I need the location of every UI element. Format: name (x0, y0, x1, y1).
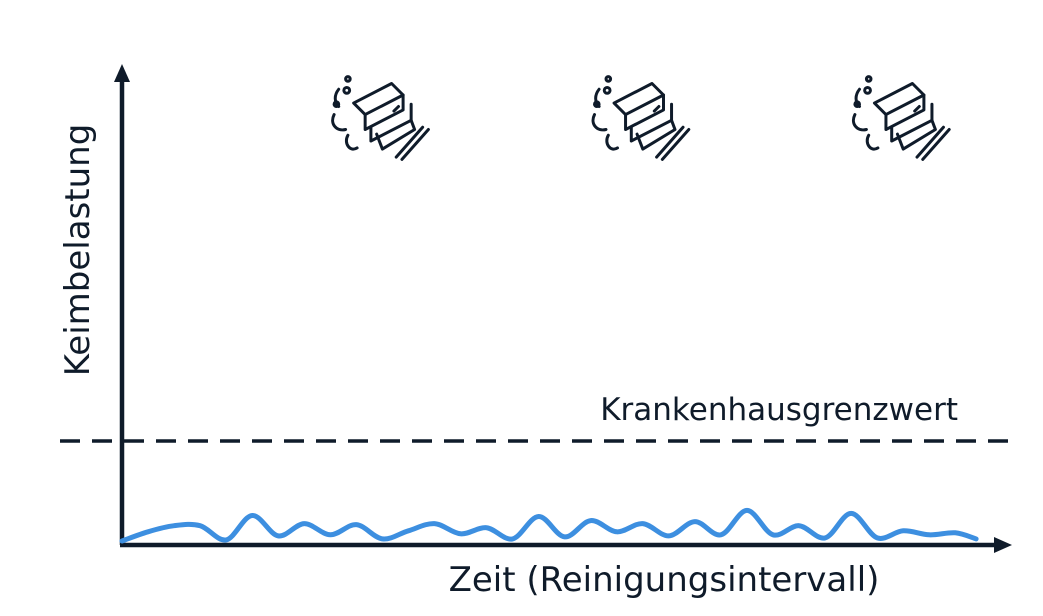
x-axis-arrow (994, 537, 1012, 553)
x-axis-label: Zeit (Reinigungsintervall) (449, 560, 880, 600)
icon-layer (331, 75, 951, 161)
y-axis-arrow (114, 64, 130, 82)
mop-icon (591, 75, 691, 161)
threshold-label: Krankenhausgrenzwert (600, 392, 958, 428)
mop-icon (331, 75, 430, 161)
y-axis-label: Keimbelastung (58, 124, 98, 377)
mop-icon (851, 75, 951, 161)
germ-load-series-line (119, 507, 979, 544)
series-layer (119, 507, 979, 544)
